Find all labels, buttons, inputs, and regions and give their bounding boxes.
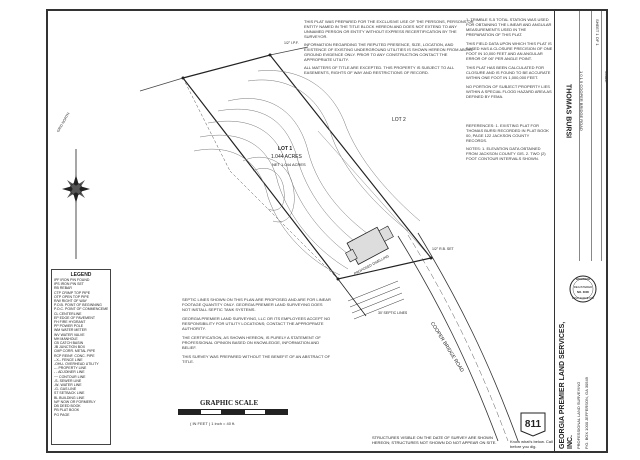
title-block: THOMAS BURSI 1 0 1 5 COOPER BRIDGE ROAD …	[554, 11, 608, 451]
legend-row: P.O.C. POINT OF COMMENCEMENT	[54, 307, 108, 312]
legend-row: OTP OPEN TOP PIPE	[54, 294, 89, 299]
survey-notes: 1. TRIMBLE S-5 TOTAL STATION WAS USED FO…	[466, 17, 554, 103]
company-address: P.O. BOX 1000 JEFFERSON, GA 30549	[584, 377, 589, 449]
septic-label: 30' SEPTIC LINES	[378, 311, 408, 315]
survey-note: 1. TRIMBLE S-5 TOTAL STATION WAS USED FO…	[466, 17, 552, 37]
survey-note: NO PORTION OF SUBJECT PROPERTY LIES WITH…	[466, 84, 552, 99]
legend-row: ST SETBACK LINE	[54, 391, 85, 396]
legend-row: N/F NOW OR FORMERLY	[54, 399, 96, 404]
legend-row: CL CENTERLINE	[54, 311, 82, 316]
company-block: GEORGIA PREMIER LAND SERVICES, INC. PROF…	[559, 321, 606, 449]
property-address: 1 0 1 5 COOPER BRIDGE ROAD	[579, 71, 584, 131]
legend-row: R/W RIGHT OF WAY	[54, 299, 87, 304]
lot2-label: LOT 2	[392, 117, 406, 123]
legend-row: FH FIRE HYDRANT	[54, 320, 86, 325]
seal-number: NO. 3000	[577, 290, 589, 294]
lower-note: THE CERTIFICATION, AS SHOWN HEREON, IS P…	[182, 335, 321, 350]
company-name: GEORGIA PREMIER LAND SERVICES, INC.	[559, 321, 574, 449]
lower-notes: SEPTIC LINES SHOWN ON THIS PLAN ARE PROP…	[182, 297, 332, 368]
lower-note: THIS SURVEY WAS PREPARED WITHOUT THE BEN…	[182, 354, 331, 364]
legend-row: --- PROPERTY LINE	[54, 366, 87, 371]
top-note: ALL MATTERS OF TITLE ARE EXCEPTED. THIS …	[304, 65, 455, 75]
legend-row: MH MANHOLE	[54, 336, 78, 341]
reference-note: NOTES: 1. ELEVATION DATA OBTAINED FROM J…	[466, 146, 546, 161]
legend-row: -OHU- OVERHEAD UTILITY	[54, 362, 99, 367]
legend-row: DB DEED BOOK	[54, 404, 81, 409]
legend-row: P.O.B. POINT OF BEGINNING	[54, 303, 102, 308]
sheet-number: SHEET 1 OF 1	[595, 19, 600, 46]
top-note: INFORMATION REGARDING THE REPUTED PRESEN…	[304, 42, 474, 62]
acres-label: 1.044 ACRES	[271, 154, 302, 160]
legend-row: WV WATER VALVE	[54, 332, 85, 337]
title-block-columns: DATEFIELDDRAWNCHECKEDJOB NO.SCALE	[603, 71, 608, 102]
legend-row: -W- WATER LINE	[54, 383, 82, 388]
legend-row: EP EDGE OF PAVEMENT	[54, 315, 96, 320]
graphic-scale-text: ( IN FEET ) 1 inch = 40 ft.	[190, 421, 236, 426]
survey-note: THIS FIELD DATA UPON WHICH THIS PLAT IS …	[466, 41, 553, 61]
survey-note: THIS PLAT HAS BEEN CALCULATED FOR CLOSUR…	[466, 65, 551, 80]
legend-row: --X-- FENCE LINE	[54, 357, 83, 362]
call-811-number: 811	[525, 419, 542, 430]
company-sub: PROFESSIONAL LAND SURVEYING	[576, 381, 581, 449]
legend-row: JB JUNCTION BOX	[54, 345, 86, 350]
legend-title: LEGEND	[70, 272, 92, 278]
legend-row: WM WATER METER	[54, 328, 87, 333]
legend-row: RB REBAR	[54, 286, 72, 291]
reference-note: REFERENCES: 1. EXISTING PLAT FOR THOMAS …	[466, 123, 549, 143]
legend-row: IPS IRON PIN SET	[54, 282, 84, 287]
call-811-note: Know what's below. Call before you dig.	[510, 439, 553, 449]
surveyor-seal: GEORGIA REGISTERED NO. 3000 LAND SURVEYO…	[569, 275, 597, 303]
reference-notes: REFERENCES: 1. EXISTING PLAT FOR THOMAS …	[466, 123, 550, 164]
title-block-column: SCALE	[604, 71, 608, 83]
graphic-scale-bar	[178, 409, 288, 415]
legend-row: CMP CORR. METAL PIPE	[54, 349, 96, 354]
footnote: STRUCTURES VISIBLE ON THE DATE OF SURVEY…	[372, 435, 497, 445]
legend-row: IPF IRON PIN FOUND	[54, 278, 90, 282]
legend-row: PG PAGE	[54, 412, 70, 417]
legend-row: PB PLAT BOOK	[54, 408, 80, 413]
legend-row: CTP CRIMP TOP PIPE	[54, 290, 91, 295]
net-acres-label: NET 1.044 ACRES	[272, 162, 306, 167]
top-note: THIS PLAT WAS PREPARED FOR THE EXCLUSIVE…	[304, 19, 474, 39]
pin-label-2: 1/2" I.P.F.	[284, 41, 299, 45]
legend-row: - - ADJOINER LINE	[54, 370, 85, 375]
legend-row: BL BUILDING LINE	[54, 395, 85, 400]
seal-bottom: LAND SURVEYOR	[572, 296, 594, 300]
survey-plan	[62, 46, 519, 442]
legend-row: PP POWER POLE	[54, 324, 84, 329]
lot-label: LOT 1	[278, 146, 293, 152]
legend-row: CB CATCH BASIN	[54, 341, 84, 346]
lower-note: SEPTIC LINES SHOWN ON THIS PLAN ARE PROP…	[182, 297, 331, 312]
legend-row: -G- GAS LINE	[54, 387, 77, 392]
pin-label-1: 1/2" R.B. SET	[432, 247, 454, 251]
top-notes: THIS PLAT WAS PREPARED FOR THE EXCLUSIVE…	[304, 19, 474, 78]
client-name: THOMAS BURSI	[564, 83, 572, 139]
seal-middle: REGISTERED	[574, 285, 592, 289]
seal-top: GEORGIA	[576, 277, 591, 281]
plat-sheet: LOT 1 1.044 ACRES NET 1.044 ACRES LOT 2 …	[46, 9, 608, 453]
legend-row: ~~ CONTOUR LINE	[54, 374, 86, 379]
lower-note: GEORGIA PREMIER LAND SURVEYING, LLC OR I…	[182, 316, 331, 331]
legend-row: RCP REINF. CONC. PIPE	[54, 353, 95, 358]
legend-row: -S- SEWER LINE	[54, 378, 82, 383]
graphic-scale-title: GRAPHIC SCALE	[200, 399, 259, 407]
call-811-logo: 811	[520, 412, 546, 437]
